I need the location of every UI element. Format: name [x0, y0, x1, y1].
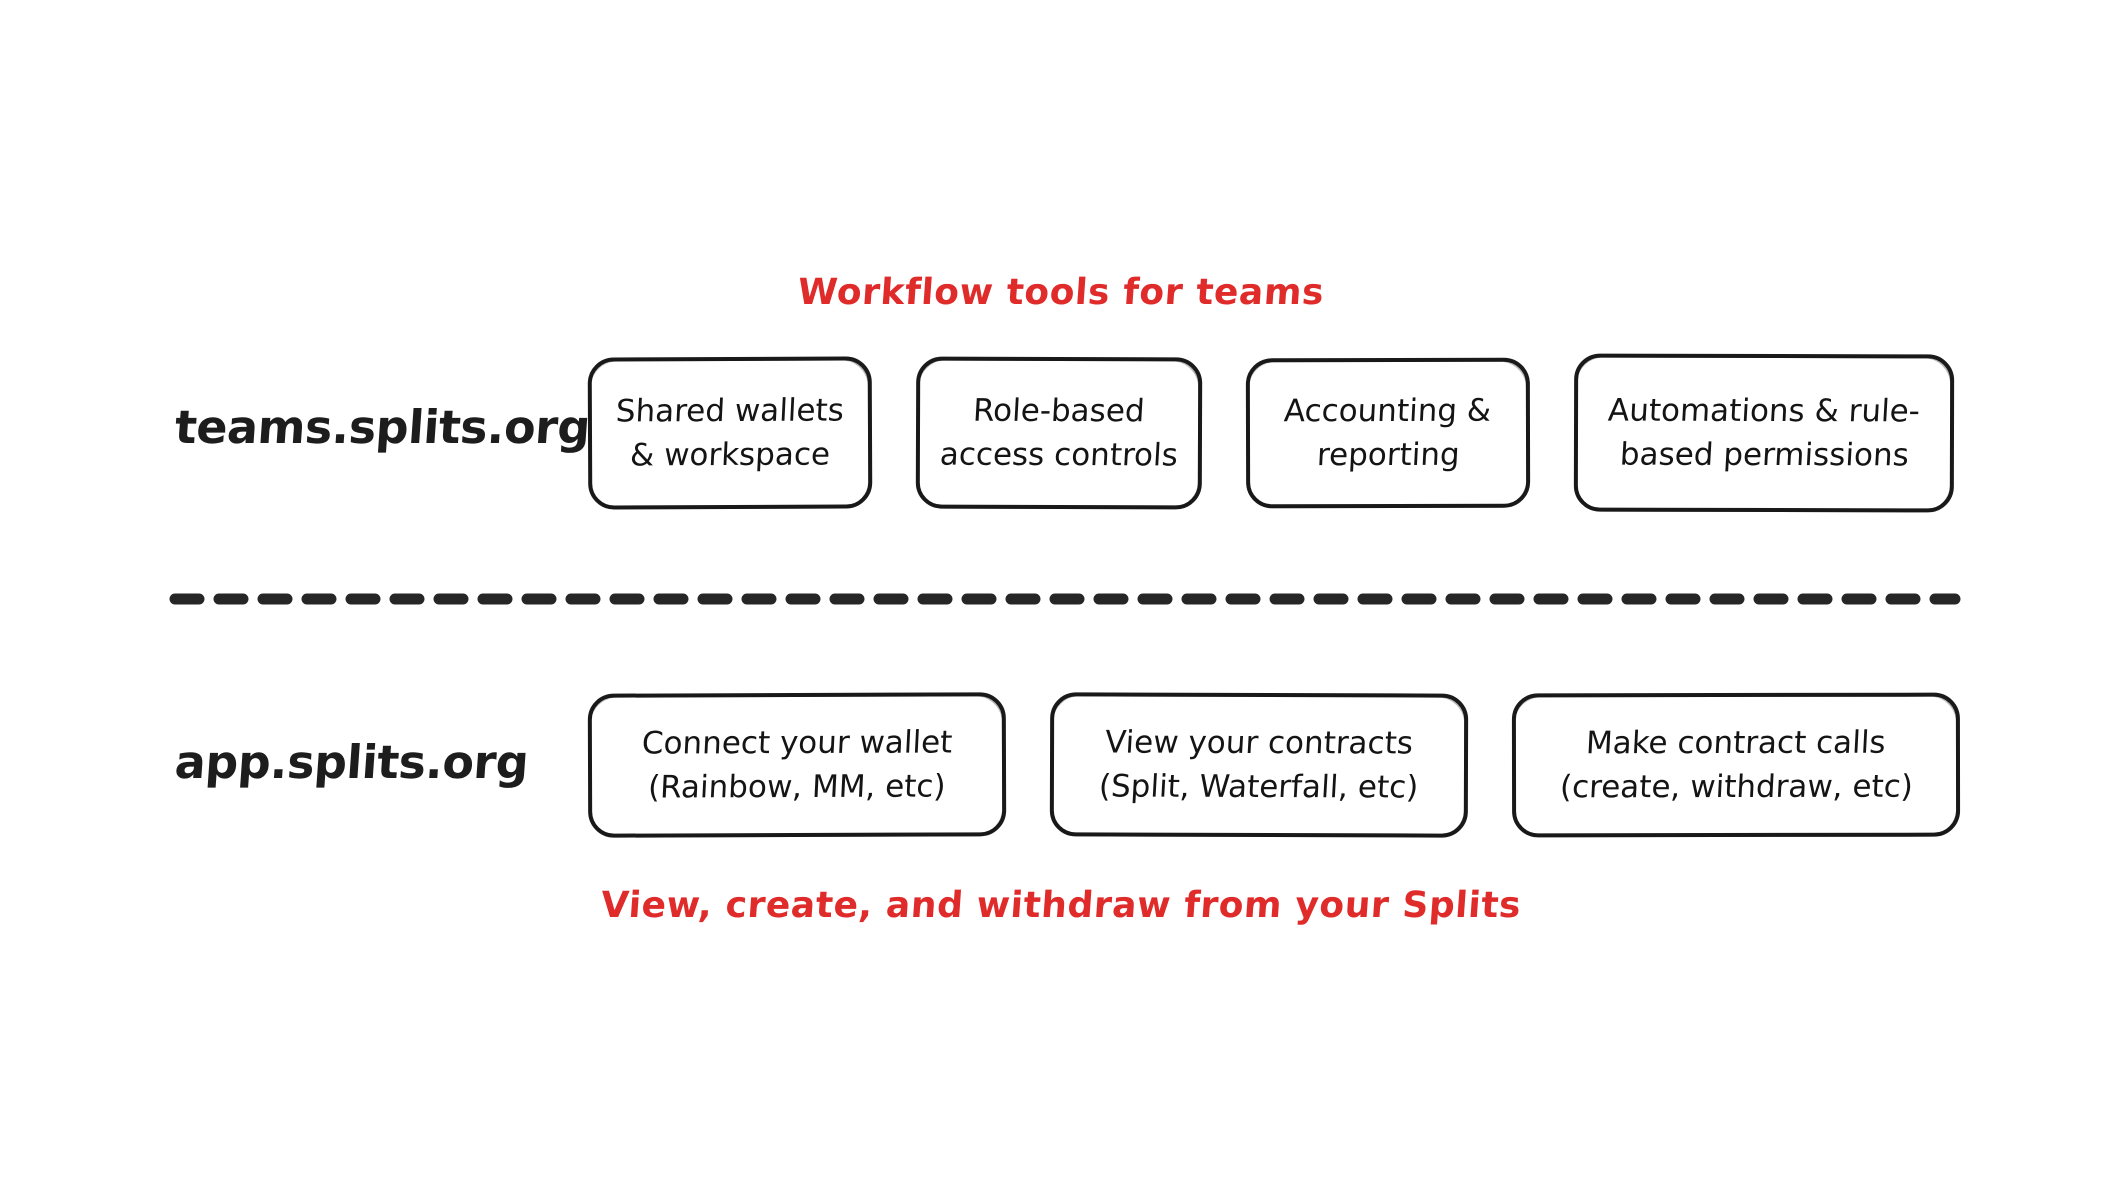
box-shared-wallets-line1: Shared wallets: [615, 391, 845, 429]
lane-label-teams: teams.splits.org: [173, 400, 592, 454]
row-app: Connect your wallet (Rainbow, MM, etc) V…: [587, 690, 1961, 840]
box-shared-wallets-line2: & workspace: [629, 436, 831, 473]
box-make-contract-calls[interactable]: Make contract calls (create, withdraw, e…: [1511, 692, 1961, 838]
box-shared-wallets[interactable]: Shared wallets & workspace: [587, 355, 873, 510]
top-caption: Workflow tools for teams: [796, 272, 1326, 313]
box-automations-permissions-line1: Automations & rule-: [1607, 392, 1921, 429]
lane-label-app: app.splits.org: [173, 735, 531, 789]
box-connect-wallet-line2: (Rainbow, MM, etc): [647, 768, 947, 806]
box-make-contract-calls-line2: (create, withdraw, etc): [1558, 768, 1914, 806]
box-automations-permissions[interactable]: Automations & rule- based permissions: [1573, 353, 1955, 512]
box-role-based-access-line2: access controls: [938, 436, 1179, 473]
box-connect-wallet[interactable]: Connect your wallet (Rainbow, MM, etc): [587, 692, 1007, 838]
box-automations-permissions-line2: based permissions: [1618, 436, 1910, 473]
box-view-contracts[interactable]: View your contracts (Split, Waterfall, e…: [1049, 692, 1469, 838]
box-view-contracts-line1: View your contracts: [1104, 724, 1415, 762]
box-accounting-reporting-line2: reporting: [1315, 436, 1461, 473]
box-role-based-access[interactable]: Role-based access controls: [915, 356, 1203, 509]
box-connect-wallet-line1: Connect your wallet: [640, 724, 954, 762]
box-view-contracts-line2: (Split, Waterfall, etc): [1098, 768, 1420, 806]
bottom-caption: View, create, and withdraw from your Spl…: [599, 885, 1523, 926]
box-accounting-reporting[interactable]: Accounting & reporting: [1245, 357, 1531, 508]
dashed-divider: [169, 593, 1961, 605]
box-accounting-reporting-line1: Accounting &: [1283, 392, 1493, 429]
box-make-contract-calls-line1: Make contract calls: [1585, 724, 1887, 762]
box-role-based-access-line1: Role-based: [972, 392, 1146, 429]
row-teams: Shared wallets & workspace Role-based ac…: [587, 350, 1955, 515]
